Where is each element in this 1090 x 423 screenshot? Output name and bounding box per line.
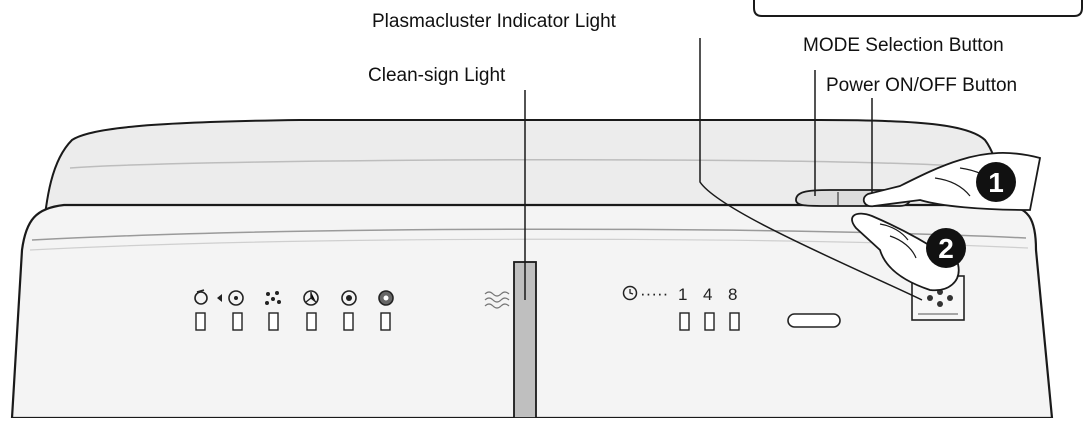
- timer-slot: [729, 312, 740, 331]
- mode-icon-sleep-fan: [228, 290, 244, 306]
- timer-dots: ·····: [640, 284, 668, 303]
- timer-slot: [679, 312, 690, 331]
- indicator-slot: [195, 312, 206, 331]
- step-1-number: 1: [988, 167, 1004, 198]
- hand-pointer-icon: [851, 212, 960, 292]
- mode-icon-pollen: [265, 291, 281, 305]
- plasmacluster-light-label: Plasmacluster Indicator Light: [372, 11, 616, 32]
- step-2-number: 2: [938, 233, 954, 264]
- leader-plasmacluster: [699, 38, 923, 301]
- timer-8: 8: [728, 285, 737, 304]
- clock-icon: [622, 285, 638, 301]
- mode-icon-fan-medium: [341, 290, 357, 306]
- indicator-slot: [343, 312, 354, 331]
- corner-frame: [753, 0, 1083, 17]
- arrow-left-icon: [217, 294, 222, 302]
- step-1-badge: 1: [976, 162, 1016, 202]
- mode-icon-swirl: [194, 289, 208, 305]
- power-button-label: Power ON/OFF Button: [826, 75, 1018, 96]
- timer-4: 4: [703, 285, 712, 304]
- clean-sign-light-label: Clean-sign Light: [368, 65, 506, 86]
- mode-icon-fan-low: [303, 290, 319, 306]
- indicator-slot: [306, 312, 317, 331]
- oval-indicator: [787, 313, 841, 328]
- indicator-slot: [232, 312, 243, 331]
- wave-icon: [484, 291, 510, 309]
- timer-slot: [704, 312, 715, 331]
- mode-button-label: MODE Selection Button: [803, 35, 1004, 56]
- timer-1: 1: [678, 285, 687, 304]
- mode-icon-fan-max: [378, 290, 394, 306]
- indicator-slot: [380, 312, 391, 331]
- indicator-slot: [268, 312, 279, 331]
- step-2-badge: 2: [926, 228, 966, 268]
